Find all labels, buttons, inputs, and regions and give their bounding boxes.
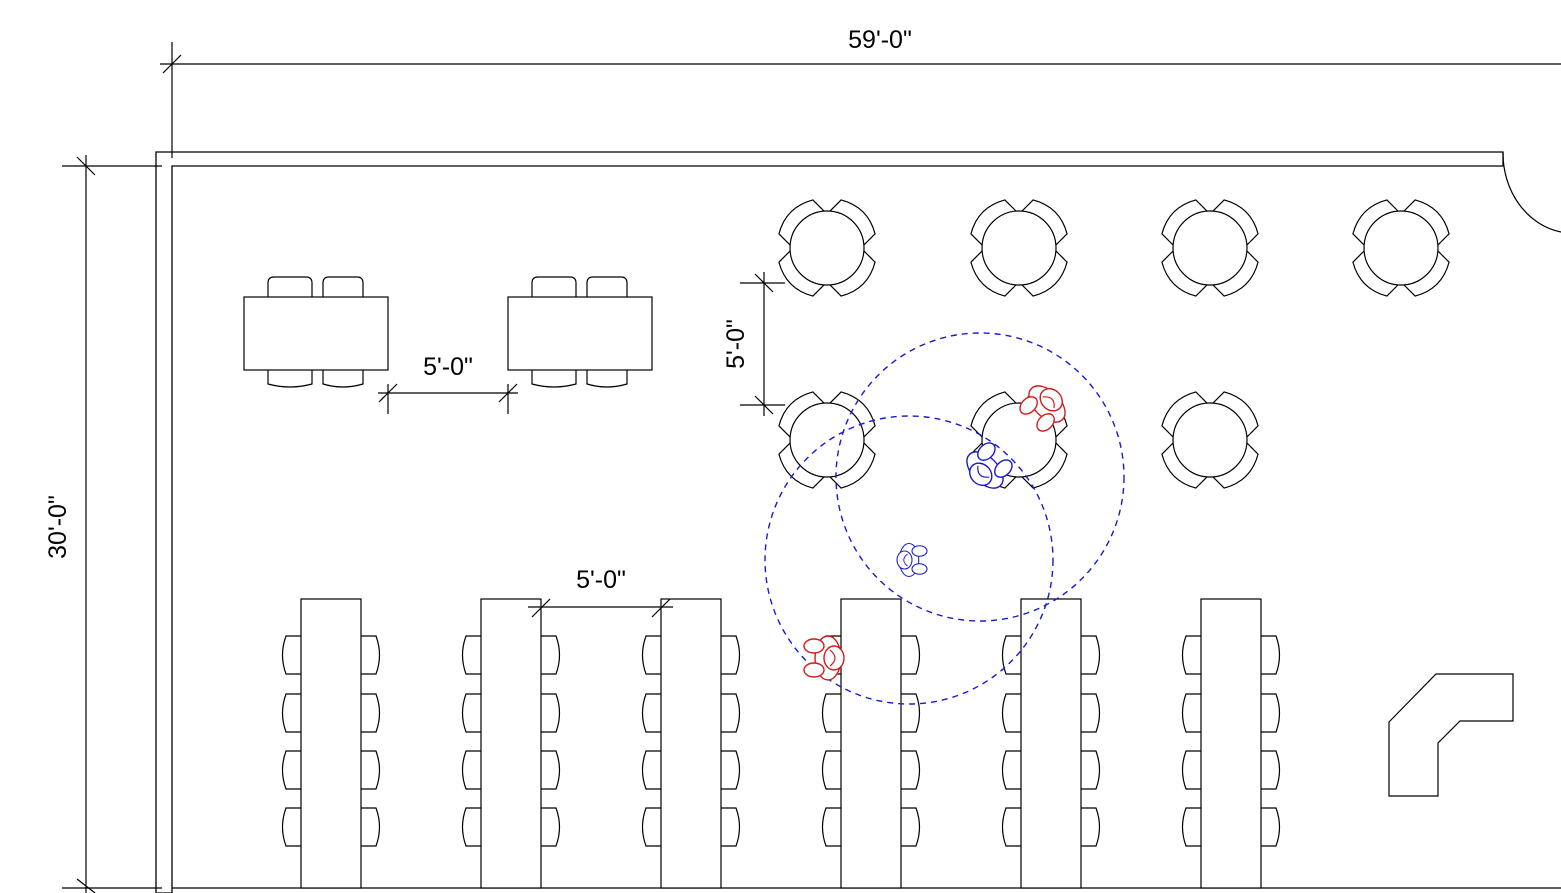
chair [1181,693,1201,733]
chair [541,693,561,733]
round-table-top [981,210,1057,286]
chair [901,693,921,733]
long-table-top [840,598,902,889]
chair [541,750,561,790]
chair [281,750,301,790]
chair [1081,693,1101,733]
chair [721,807,741,847]
round-table-group [778,199,1450,489]
chair [541,635,561,675]
dimension-long-gap: 5'-0" [528,566,673,618]
chair [361,693,381,733]
round-gap-label: 5'-0" [722,319,750,369]
chair [1261,635,1281,675]
long-table-top [1020,598,1082,889]
chair [1261,693,1281,733]
clearance-circle [835,332,1125,622]
chair [281,635,301,675]
table-gap-label: 5'-0" [423,353,473,381]
chair [1181,807,1201,847]
long-table [641,598,741,889]
chair [1001,807,1021,847]
chair [461,693,481,733]
long-gap-label: 5'-0" [576,566,626,594]
chair [901,807,921,847]
round-table-top [1363,210,1439,286]
rect-table [507,276,653,388]
round-table [970,199,1068,297]
long-table-top [480,598,542,889]
long-table [1181,598,1281,889]
dimension-overall-depth: 30'-0" [44,155,162,893]
chair [641,750,661,790]
chair [641,635,661,675]
chair [541,807,561,847]
person-figure [966,442,1013,489]
overall-width-label: 59'-0" [848,26,912,54]
people-group [803,385,1066,681]
chair [1001,693,1021,733]
chair [821,693,841,733]
chair [721,635,741,675]
chair [361,807,381,847]
long-table-top [1200,598,1262,889]
chair [1181,635,1201,675]
chair [721,750,741,790]
chair [901,635,921,675]
chair [1261,807,1281,847]
l-shaped-counter [1388,673,1514,797]
long-table [461,598,561,889]
long-table [281,598,381,889]
round-table-top [1172,210,1248,286]
chair [1081,807,1101,847]
person-figure [896,542,928,578]
clearance-circles [764,332,1125,705]
round-table-top [789,210,865,286]
chair [1001,635,1021,675]
door-swing [1502,151,1561,233]
chair [641,693,661,733]
person-figure [803,635,845,681]
chair [1181,750,1201,790]
round-table-top [1172,402,1248,478]
chair [361,635,381,675]
round-table [778,199,876,297]
dimension-round-gap: 5'-0" [722,272,785,416]
chair [461,750,481,790]
chair [1081,635,1101,675]
chair [821,750,841,790]
chair [1261,750,1281,790]
long-table-top [660,598,722,889]
long-table-top [300,598,362,889]
chair [821,807,841,847]
dimension-overall-width: 59'-0" [160,26,1561,158]
long-table [1001,598,1101,889]
person-figure [1019,385,1066,432]
chair [721,693,741,733]
chair [641,807,661,847]
long-table-group [281,598,1281,889]
chair [281,693,301,733]
chair [901,750,921,790]
chair [461,807,481,847]
round-table [778,391,876,489]
chair [1001,750,1021,790]
chair [361,750,381,790]
rect-table [243,276,389,388]
chair [461,635,481,675]
round-table [1161,391,1259,489]
chair [281,807,301,847]
round-table-top [789,402,865,478]
overall-depth-label: 30'-0" [44,495,72,559]
clearance-circle [764,415,1054,705]
chair [1081,750,1101,790]
round-table [1352,199,1450,297]
round-table [1161,199,1259,297]
dimension-table-gap: 5'-0" [378,353,518,414]
rect-table-group [243,276,653,388]
